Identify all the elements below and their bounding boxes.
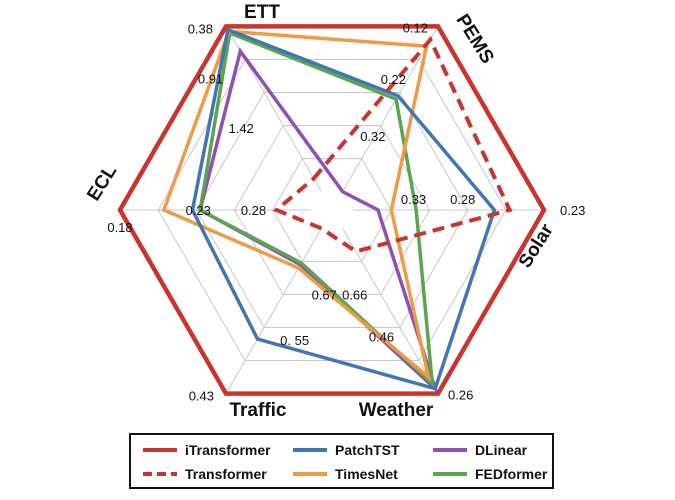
tick-outer-ecl: 0.18 [107,220,132,235]
legend-item-transformer: Transformer [141,462,291,486]
tick-outer-pems: 0.12 [403,20,428,35]
legend-label-fedformer: FEDformer [475,466,548,482]
legend-swatch-timesnet [291,468,329,480]
tick-inner-pems-1: 0.22 [381,72,406,87]
tick-outer-traffic: 0.43 [189,389,214,404]
legend-label-timesnet: TimesNet [335,466,398,482]
grid-spoke-5 [225,228,322,394]
axis-label-weather: Weather [359,400,434,421]
grid-spoke-2 [342,26,439,192]
radar-series [117,24,547,396]
radar-grid [120,26,544,394]
tick-inner-traffic-2: 0.67 [312,287,337,302]
grid-spoke-4 [342,228,439,394]
series-patchtst [190,27,497,391]
series-itransformer [117,24,547,396]
legend-swatch-patchtst [291,444,329,456]
tick-inner-pems-2: 0.32 [360,129,385,144]
tick-inner-solar-2: 0.33 [401,192,426,207]
series-fedformer [198,30,435,389]
series-dlinear [198,47,439,395]
tick-inner-ett-1: 0.91 [198,71,223,86]
legend: iTransformer PatchTST DLinear Transforme… [129,433,554,489]
tick-inner-weather-1: 0.46 [369,330,394,345]
tick-inner-ett-2: 1.42 [228,121,253,136]
legend-item-itransformer: iTransformer [141,438,291,462]
legend-swatch-dlinear [431,444,469,456]
axis-label-ett: ETT [244,2,280,23]
legend-item-dlinear: DLinear [431,438,556,462]
legend-swatch-transformer [141,468,179,480]
tick-outer-solar: 0.23 [560,203,585,218]
tick-outer-weather: 0.26 [448,388,473,403]
tick-inner-traffic-1: 0. 55 [280,333,309,348]
tick-inner-weather-2: 0.66 [342,287,367,302]
legend-item-timesnet: TimesNet [291,462,431,486]
tick-inner-ecl-2: 0.28 [241,203,266,218]
tick-inner-solar-1: 0.28 [450,192,475,207]
legend-label-itransformer: iTransformer [185,442,271,458]
legend-label-patchtst: PatchTST [335,442,400,458]
axis-label-ecl: ECL [83,161,121,205]
legend-label-transformer: Transformer [185,466,267,482]
legend-swatch-fedformer [431,468,469,480]
legend-label-dlinear: DLinear [475,442,528,458]
legend-item-fedformer: FEDformer [431,462,556,486]
legend-item-patchtst: PatchTST [291,438,431,462]
legend-swatch-itransformer [141,444,179,456]
tick-outer-ett: 0.38 [188,21,213,36]
tick-inner-ecl-1: 0.23 [186,203,211,218]
series-transformer [272,35,513,254]
axis-label-traffic: Traffic [229,400,286,421]
